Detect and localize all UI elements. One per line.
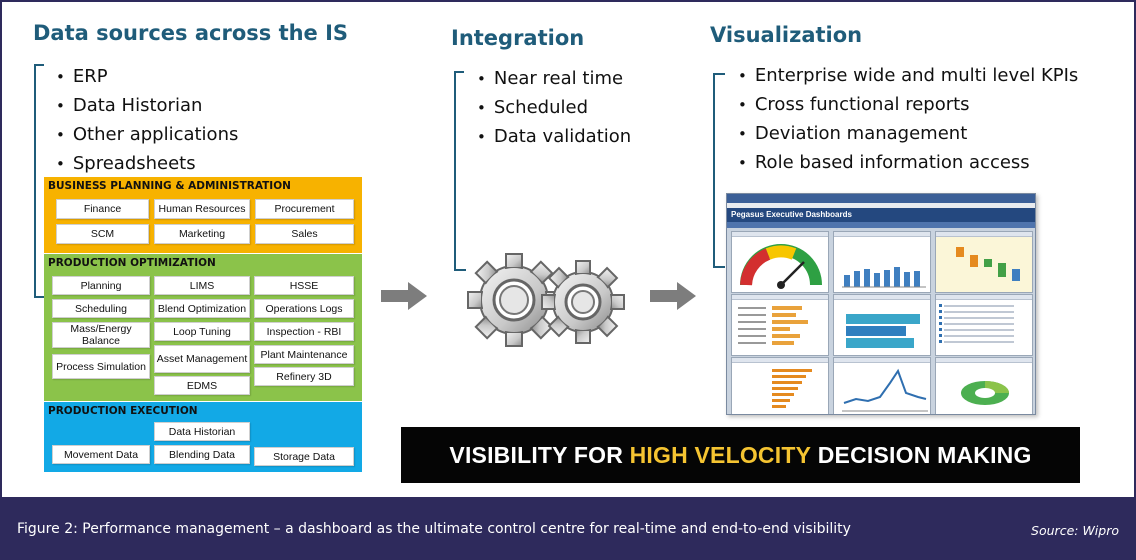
box-loop-tuning: Loop Tuning (154, 322, 250, 341)
arrow-right-icon (381, 282, 427, 310)
box-scheduling: Scheduling (52, 299, 150, 318)
box-procurement: Procurement (255, 199, 354, 219)
box-data-historian: Data Historian (154, 422, 250, 441)
dashboard-pie-tile (935, 357, 1033, 414)
box-inspection-rbi: Inspection - RBI (254, 322, 354, 341)
integration-title: Integration (451, 26, 585, 50)
box-hsse: HSSE (254, 276, 354, 295)
box-plant-maintenance: Plant Maintenance (254, 345, 354, 364)
gears-icon (467, 253, 625, 347)
banner-pre: VISIBILITY FOR (449, 441, 624, 468)
box-edms: EDMS (154, 376, 250, 395)
list-item: Spreadsheets (56, 149, 238, 178)
dashboard-hbar-tile (731, 294, 829, 356)
box-asset-management: Asset Management (154, 345, 250, 373)
dashboard-hbar2-tile (731, 357, 829, 414)
integration-bracket-top (454, 71, 464, 171)
panel-title: BUSINESS PLANNING & ADMINISTRATION (48, 180, 291, 192)
dashboard-screenshot: Pegasus Executive Dashboards (726, 193, 1036, 415)
visibility-banner: VISIBILITY FOR HIGH VELOCITY DECISION MA… (401, 427, 1080, 483)
panel-business-planning: BUSINESS PLANNING & ADMINISTRATION Finan… (44, 177, 362, 253)
dashboard-title: Pegasus Executive Dashboards (731, 210, 852, 219)
panel-title: PRODUCTION EXECUTION (48, 405, 198, 417)
box-mass-energy-balance: Mass/Energy Balance (52, 322, 150, 348)
dashboard-gauge-tile (731, 231, 829, 293)
figure-source: Source: Wipro (1031, 523, 1119, 538)
dashboard-waterfall-tile (935, 231, 1033, 293)
visualization-bracket (713, 73, 725, 268)
dashboard-list-tile (935, 294, 1033, 356)
box-planning: Planning (52, 276, 150, 295)
sources-title: Data sources across the IS (33, 21, 349, 45)
list-item: Role based information access (738, 148, 1078, 177)
sources-list: ERP Data Historian Other applications Sp… (56, 62, 239, 178)
box-process-simulation: Process Simulation (52, 354, 150, 379)
list-item: Data validation (477, 122, 631, 151)
list-item: Deviation management (738, 119, 1078, 148)
integration-list: Near real time Scheduled Data validation (477, 64, 631, 151)
box-operations-logs: Operations Logs (254, 299, 354, 318)
box-scm: SCM (56, 224, 149, 244)
list-item: Data Historian (56, 91, 238, 120)
banner-post: DECISION MAKING (817, 441, 1032, 468)
dashboard-bar-tile (833, 231, 931, 293)
box-sales: Sales (255, 224, 354, 244)
dashboard-line-tile (833, 357, 931, 414)
panel-production-optimization: PRODUCTION OPTIMIZATION Planning LIMS HS… (44, 254, 362, 401)
list-item: Enterprise wide and multi level KPIs (738, 61, 1078, 90)
box-lims: LIMS (154, 276, 250, 295)
box-finance: Finance (56, 199, 149, 219)
visualization-title: Visualization (710, 23, 863, 47)
list-item: Near real time (477, 64, 631, 93)
visualization-list: Enterprise wide and multi level KPIs Cro… (738, 61, 1078, 177)
box-marketing: Marketing (154, 224, 250, 244)
integration-bracket-line (454, 171, 456, 271)
list-item: Scheduled (477, 93, 631, 122)
box-movement-data: Movement Data (52, 445, 150, 464)
list-item: Other applications (56, 120, 239, 149)
panel-production-execution: PRODUCTION EXECUTION Data Historian Move… (44, 402, 362, 472)
box-blending-data: Blending Data (154, 445, 250, 464)
box-blend-optimization: Blend Optimization (154, 299, 250, 318)
box-human-resources: Human Resources (154, 199, 250, 219)
sources-bracket (34, 64, 44, 298)
banner-highlight: HIGH VELOCITY (629, 441, 812, 468)
box-refinery-3d: Refinery 3D (254, 367, 354, 386)
caption-bar (0, 497, 1136, 560)
dashboard-3d-bar-tile (833, 294, 931, 356)
list-item: Cross functional reports (738, 90, 1078, 119)
list-item: ERP (56, 62, 238, 91)
arrow-right-icon (650, 282, 696, 310)
panel-title: PRODUCTION OPTIMIZATION (48, 257, 216, 269)
figure-caption: Figure 2: Performance management – a das… (17, 521, 851, 537)
integration-bracket-foot (454, 269, 466, 271)
box-storage-data: Storage Data (254, 447, 354, 466)
